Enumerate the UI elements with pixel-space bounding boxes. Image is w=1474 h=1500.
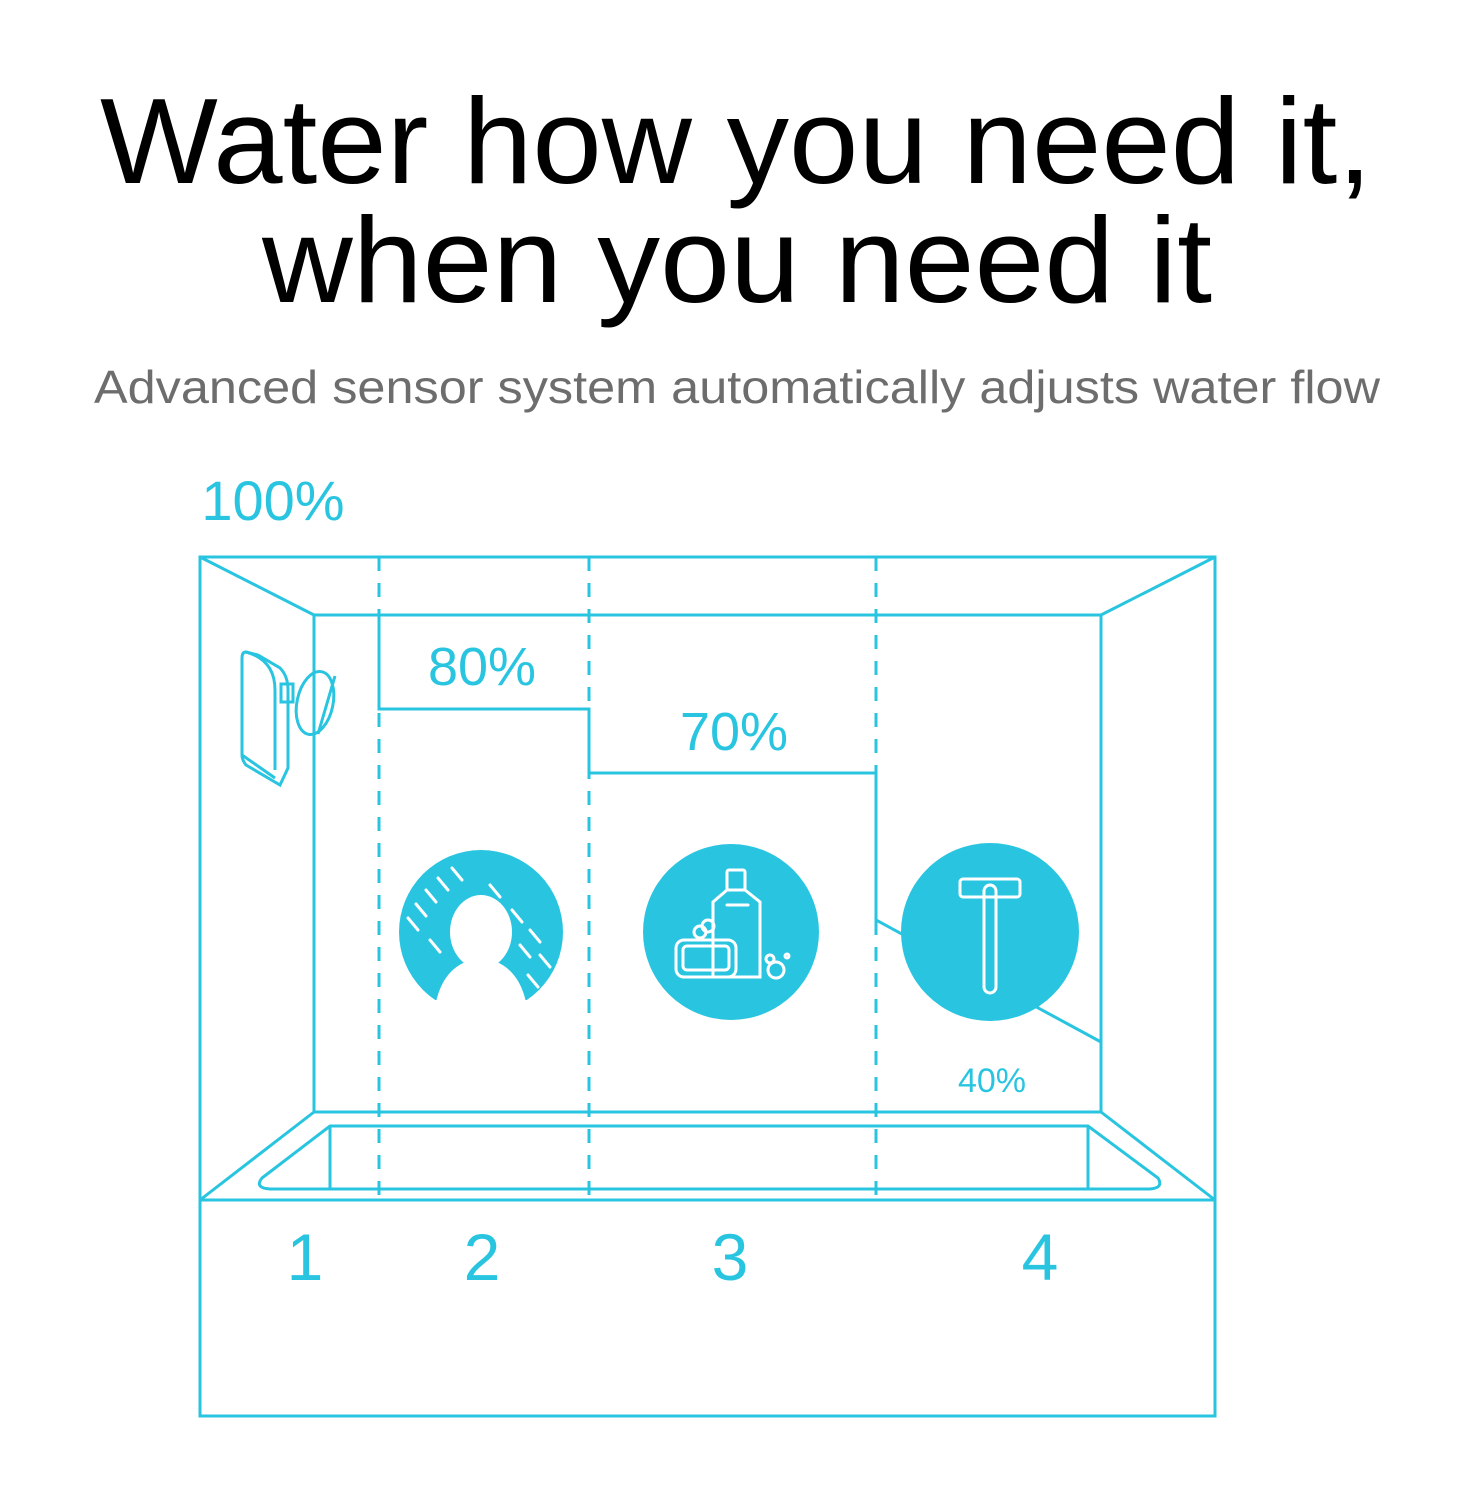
title-line-1: Water how you need it, <box>100 73 1372 209</box>
person-showering-icon <box>399 850 563 1002</box>
flow-level-line <box>377 615 1102 1044</box>
flow-label-70: 70% <box>680 702 788 762</box>
zone-number-2: 2 <box>464 1220 501 1294</box>
bathtub <box>257 1124 1162 1191</box>
subtitle: Advanced sensor system automatically adj… <box>94 361 1381 413</box>
zone-number-1: 1 <box>287 1220 324 1294</box>
razor-icon <box>901 843 1079 1021</box>
shower-sensor-icon <box>240 650 337 788</box>
title-line-2: when you need it <box>261 192 1212 328</box>
zone-number-4: 4 <box>1022 1220 1059 1294</box>
zone-number-3: 3 <box>712 1220 749 1294</box>
flow-label-80: 80% <box>428 637 536 697</box>
flow-label-40: 40% <box>958 1062 1026 1100</box>
soap-shampoo-icon <box>643 844 819 1020</box>
shower-enclosure <box>198 555 1217 1418</box>
flow-label-100: 100% <box>201 469 344 532</box>
